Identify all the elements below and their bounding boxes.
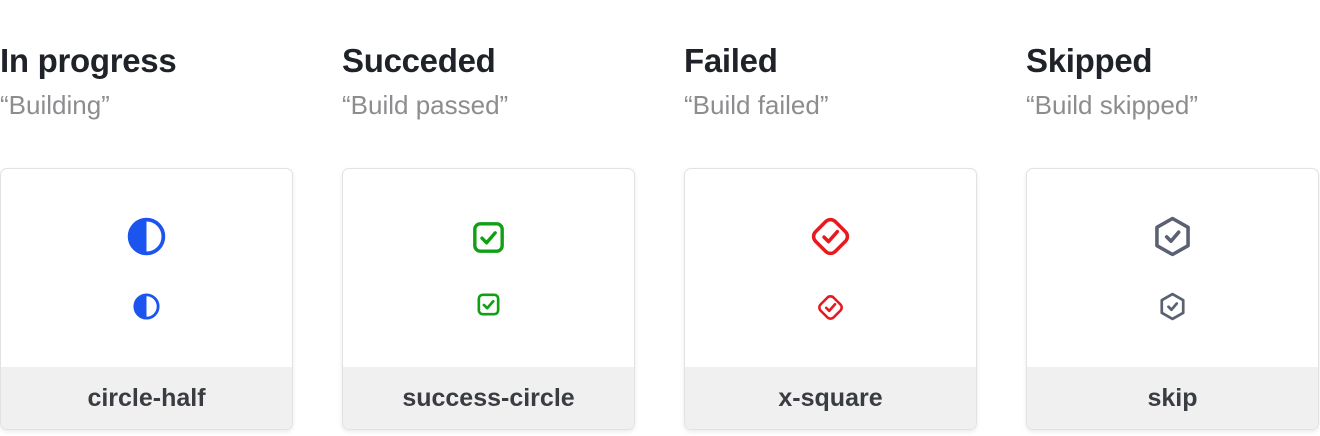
circle-half-icon-large [124, 214, 169, 259]
check-diamond-icon-large [807, 213, 854, 260]
icon-card-body [1027, 169, 1318, 367]
check-square-icon-large [468, 217, 509, 258]
card-footer: skip [1027, 367, 1318, 429]
status-title: Skipped [1026, 42, 1153, 79]
status-column-skipped: Skipped “Build skipped” skip [1026, 0, 1319, 430]
icon-card-body [685, 169, 976, 367]
status-title: In progress [0, 42, 177, 79]
card-footer: circle-half [1, 367, 292, 429]
icon-card: x-square [684, 168, 977, 430]
icon-name-label: success-circle [402, 383, 575, 412]
icon-card-body [1, 169, 292, 367]
build-message: “Building” [0, 90, 110, 120]
status-column-succeded: Succeded “Build passed” succes [342, 0, 635, 430]
status-column-in-progress: In progress “Building” circle- [0, 0, 293, 430]
icon-card-body [343, 169, 634, 367]
icon-card: skip [1026, 168, 1319, 430]
icon-name-label: circle-half [87, 383, 206, 412]
card-footer: success-circle [343, 367, 634, 429]
status-title: Succeded [342, 42, 496, 79]
check-diamond-icon-small [815, 292, 846, 323]
check-square-icon-small [474, 290, 503, 319]
icon-name-label: x-square [778, 383, 883, 412]
status-title: Failed [684, 42, 778, 79]
check-hexagon-icon-small [1157, 291, 1188, 322]
build-message: “Build passed” [342, 90, 509, 120]
icon-card: success-circle [342, 168, 635, 430]
status-column-failed: Failed “Build failed” x-square [684, 0, 977, 430]
card-footer: x-square [685, 367, 976, 429]
build-message: “Build skipped” [1026, 90, 1198, 120]
check-hexagon-icon-large [1150, 214, 1195, 259]
circle-half-icon-small [131, 291, 162, 322]
icon-card: circle-half [0, 168, 293, 430]
icon-name-label: skip [1147, 383, 1198, 412]
build-message: “Build failed” [684, 90, 829, 120]
